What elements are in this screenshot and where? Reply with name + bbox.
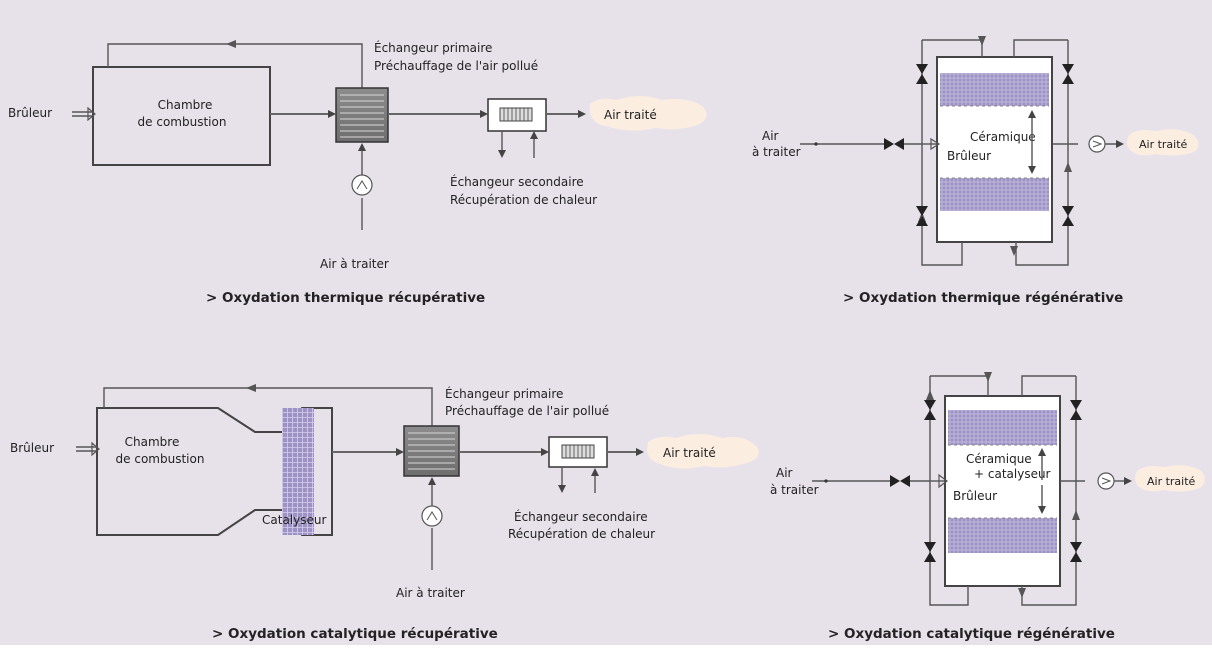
chamber-label-line2: de combustion <box>116 452 205 466</box>
fan-icon <box>421 505 443 527</box>
fan-icon <box>351 174 373 196</box>
catalyst-label: Catalyseur <box>262 513 326 527</box>
primary-exchanger-line2: Préchauffage de l'air pollué <box>374 59 538 73</box>
caption-thermal-regenerative: > Oxydation thermique régénérative <box>843 290 1123 306</box>
primary-exchanger-icon <box>335 87 389 143</box>
air-out-cloud <box>589 96 707 131</box>
caption-thermal-recuperative: > Oxydation thermique récupérative <box>206 290 485 306</box>
ceramic-bed-top <box>940 73 1049 106</box>
caption-catalytic-recuperative: > Oxydation catalytique récupérative <box>212 626 498 642</box>
fan-icon <box>1088 135 1106 153</box>
burner-label: Brûleur <box>947 149 991 163</box>
diagram-thermal-regenerative: Céramique Brûleur Air à traiter <box>752 36 1199 306</box>
air-out-label: Air traité <box>663 446 716 460</box>
chamber-label-line1: Chambre <box>125 435 180 449</box>
diagram-thermal-recuperative: Chambre de combustion Brûleur Échangeur … <box>8 40 707 306</box>
chamber-label-line2: de combustion <box>138 115 227 129</box>
secondary-exchanger-line2: Récupération de chaleur <box>450 193 597 207</box>
secondary-exchanger-line2: Récupération de chaleur <box>508 527 655 541</box>
air-out-label: Air traité <box>1139 138 1188 151</box>
diagram-catalytic-recuperative: Chambre de combustion Catalyseur Brûleur… <box>10 384 759 642</box>
burner-label: Brûleur <box>10 441 54 455</box>
burner-label: Brûleur <box>953 489 997 503</box>
air-in-line2: à traiter <box>770 483 819 497</box>
catalytic-ceramic-bed-bottom <box>948 518 1057 553</box>
air-out-cloud <box>647 434 759 469</box>
ceramic-label-line1: Céramique <box>966 452 1032 466</box>
air-in-line2: à traiter <box>752 145 801 159</box>
air-out-cloud <box>1135 465 1205 492</box>
burner-nozzle-icon <box>91 441 100 457</box>
chamber-label-line1: Chambre <box>158 98 213 112</box>
primary-exchanger-line1: Échangeur primaire <box>374 40 492 55</box>
valve-icon <box>884 64 1074 226</box>
fan-icon <box>1097 472 1115 490</box>
combustion-chamber <box>96 407 333 536</box>
catalyst-bed <box>282 408 314 535</box>
air-out-label: Air traité <box>1147 475 1196 488</box>
secondary-exchanger-line1: Échangeur secondaire <box>450 174 584 189</box>
air-in-line1: Air <box>762 129 779 143</box>
air-in-line1: Air <box>776 466 793 480</box>
air-in-label: Air à traiter <box>320 257 389 271</box>
valve-icon <box>890 400 1082 562</box>
air-out-cloud <box>1127 129 1199 156</box>
caption-catalytic-regenerative: > Oxydation catalytique régénérative <box>828 626 1115 642</box>
burner-label: Brûleur <box>8 106 52 120</box>
ceramic-bed-bottom <box>940 178 1049 211</box>
burner-nozzle-icon <box>87 106 96 122</box>
primary-exchanger-line2: Préchauffage de l'air pollué <box>445 404 609 418</box>
secondary-exchanger-line1: Échangeur secondaire <box>514 509 648 524</box>
ceramic-label: Céramique <box>970 130 1036 144</box>
primary-exchanger-line1: Échangeur primaire <box>445 386 563 401</box>
air-out-label: Air traité <box>604 108 657 122</box>
diagram-catalytic-regenerative: Céramique + catalyseur Brûleur Air à tra… <box>770 372 1205 642</box>
ceramic-label-line2: + catalyseur <box>974 467 1051 481</box>
catalytic-ceramic-bed-top <box>948 410 1057 445</box>
air-in-label: Air à traiter <box>396 586 465 600</box>
